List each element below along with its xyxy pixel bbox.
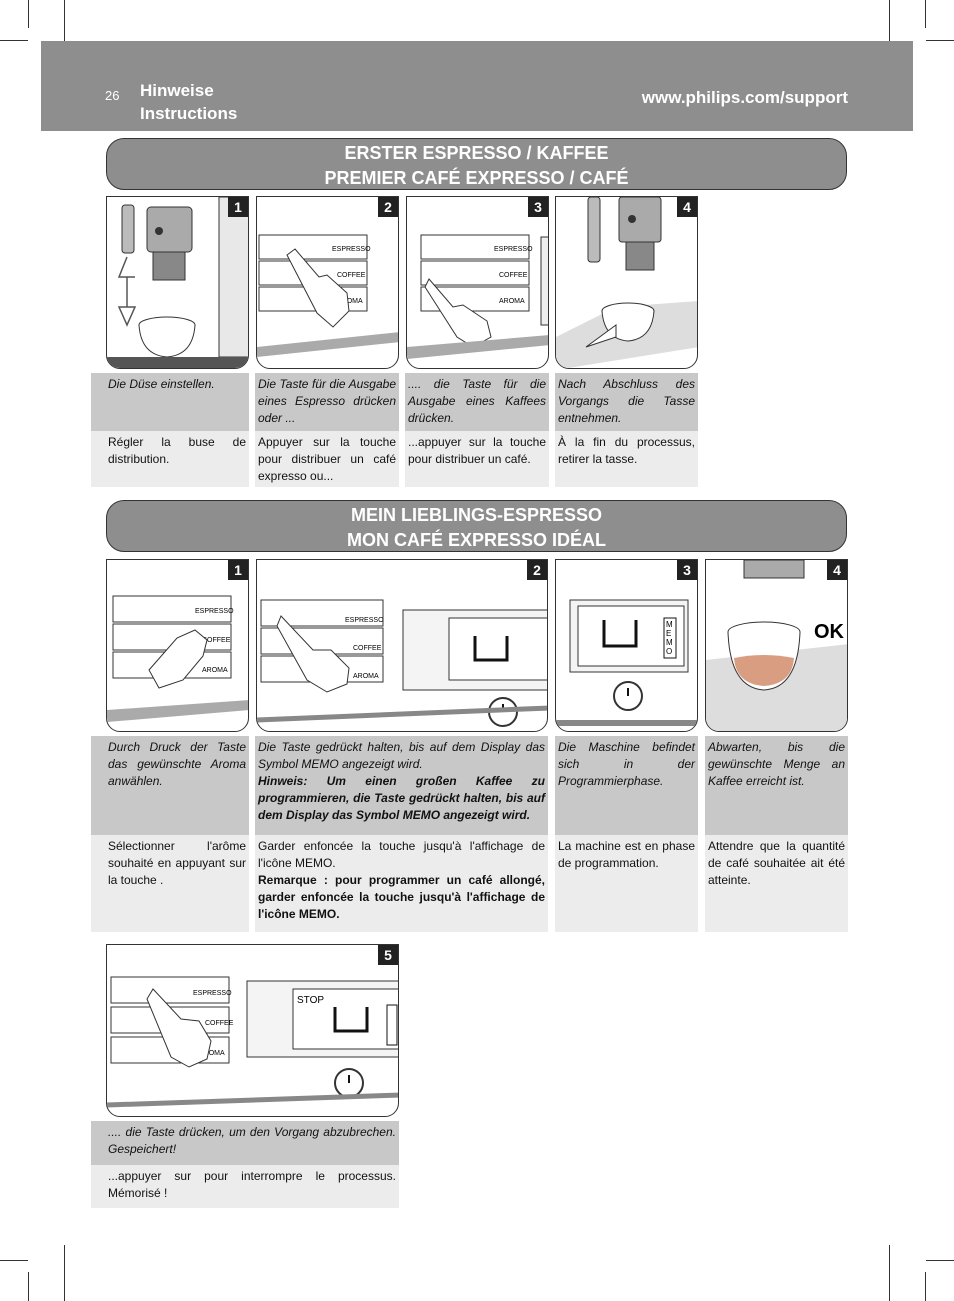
step-number: 4 — [677, 197, 697, 217]
illustration-stop-memo: ESPRESSO COFFEE AROMA STOP 5 — [106, 944, 399, 1117]
s2-fr-step5: ...appuyer sur pour interrompre le proce… — [91, 1165, 399, 1208]
s2-de-step2: Die Taste gedrückt halten, bis auf dem D… — [255, 736, 548, 835]
label-coffee: COFFEE — [202, 637, 231, 644]
step-number: 4 — [827, 560, 847, 580]
svg-text:ESPRESSO: ESPRESSO — [345, 617, 384, 624]
svg-text:M: M — [666, 638, 673, 647]
svg-text:M: M — [666, 620, 673, 629]
s2-de-note: Hinweis: Um einen großen Kaffee zu progr… — [258, 774, 545, 822]
s1-de-step2: Die Taste für die Ausgabe eines Espresso… — [255, 373, 399, 431]
illustration-hold-espresso-memo: ESPRESSO COFFEE AROMA 2 — [256, 559, 548, 732]
svg-text:AROMA: AROMA — [499, 298, 525, 305]
header-title: Hinweise Instructions — [140, 81, 238, 123]
svg-text:ESPRESSO: ESPRESSO — [332, 246, 371, 253]
s1-de-step3: .... die Taste für die Ausgabe eines Kaf… — [405, 373, 549, 431]
step-number: 1 — [228, 560, 248, 580]
label-aroma: AROMA — [202, 667, 228, 674]
svg-text:O: O — [666, 647, 672, 656]
svg-text:COFFEE: COFFEE — [353, 645, 382, 652]
s1-fr-step2: Appuyer sur la touche pour distribuer un… — [255, 431, 399, 487]
s2-de-step3: Die Maschine befindet sich in der Progra… — [555, 736, 698, 835]
illustration-aroma-button: ESPRESSO COFFEE AROMA 1 — [106, 559, 249, 732]
illustration-cup-filling: OK 4 — [705, 559, 848, 732]
step-number: 2 — [527, 560, 547, 580]
illustration-espresso-button: ESPRESSO COFFEE AROMA 2 — [256, 196, 399, 369]
s2-fr-step2: Garder enfoncée la touche jusqu'à l'affi… — [255, 835, 548, 932]
svg-text:AROMA: AROMA — [353, 673, 379, 680]
s2-fr-step3: La machine est en phase de programmation… — [555, 835, 698, 932]
svg-text:COFFEE: COFFEE — [337, 272, 366, 279]
step-number: 1 — [228, 197, 248, 217]
svg-text:COFFEE: COFFEE — [205, 1020, 234, 1027]
s2-fr-step4: Attendre que la quantité de café souhait… — [705, 835, 848, 932]
stop-label: STOP — [297, 995, 324, 1006]
s2-fr-note: Remarque : pour programmer un café allon… — [258, 873, 545, 921]
support-url[interactable]: www.philips.com/support — [641, 88, 848, 107]
s1-fr-step3: ...appuyer sur la touche pour distribuer… — [405, 431, 549, 487]
illustration-adjust-nozzle: 1 — [106, 196, 249, 369]
page-number: 26 — [105, 88, 120, 103]
svg-text:ESPRESSO: ESPRESSO — [193, 990, 232, 997]
step-number: 2 — [378, 197, 398, 217]
illustration-memo-display: M E M O 3 — [555, 559, 698, 732]
svg-text:COFFEE: COFFEE — [499, 272, 528, 279]
s1-fr-step4: À la fin du processus, retirer la tasse. — [555, 431, 698, 487]
ok-label: OK — [814, 621, 845, 643]
svg-text:AROMA: AROMA — [337, 298, 363, 305]
s2-de-step5: .... die Taste drücken, um den Vorgang a… — [91, 1121, 399, 1165]
page-header: 26 Hinweise Instructions www.philips.com… — [41, 41, 913, 131]
section1-title: ERSTER ESPRESSO / KAFFEE PREMIER CAFÉ EX… — [106, 138, 847, 190]
s2-de-step1: Durch Druck der Taste das gewünschte Aro… — [91, 736, 249, 835]
s2-de-step4: Abwarten, bis die gewünschte Menge an Ka… — [705, 736, 848, 835]
s1-fr-step1: Régler la buse de distribution. — [91, 431, 249, 487]
svg-text:ESPRESSO: ESPRESSO — [494, 246, 533, 253]
s2-fr-step1: Sélectionner l'arôme souhaité en appuyan… — [91, 835, 249, 932]
step-number: 5 — [378, 945, 398, 965]
step-number: 3 — [528, 197, 548, 217]
label-espresso: ESPRESSO — [195, 608, 234, 615]
illustration-coffee-button: ESPRESSO COFFEE AROMA 3 — [406, 196, 549, 369]
section2-title: MEIN LIEBLINGS-ESPRESSO MON CAFÉ EXPRESS… — [106, 500, 847, 552]
svg-text:AROMA: AROMA — [199, 1050, 225, 1057]
svg-text:E: E — [666, 629, 671, 638]
illustration-remove-cup: 4 — [555, 196, 698, 369]
s1-de-step4: Nach Abschluss des Vorgangs die Tasse en… — [555, 373, 698, 431]
step-number: 3 — [677, 560, 697, 580]
s1-de-step1: Die Düse einstellen. — [91, 373, 249, 431]
